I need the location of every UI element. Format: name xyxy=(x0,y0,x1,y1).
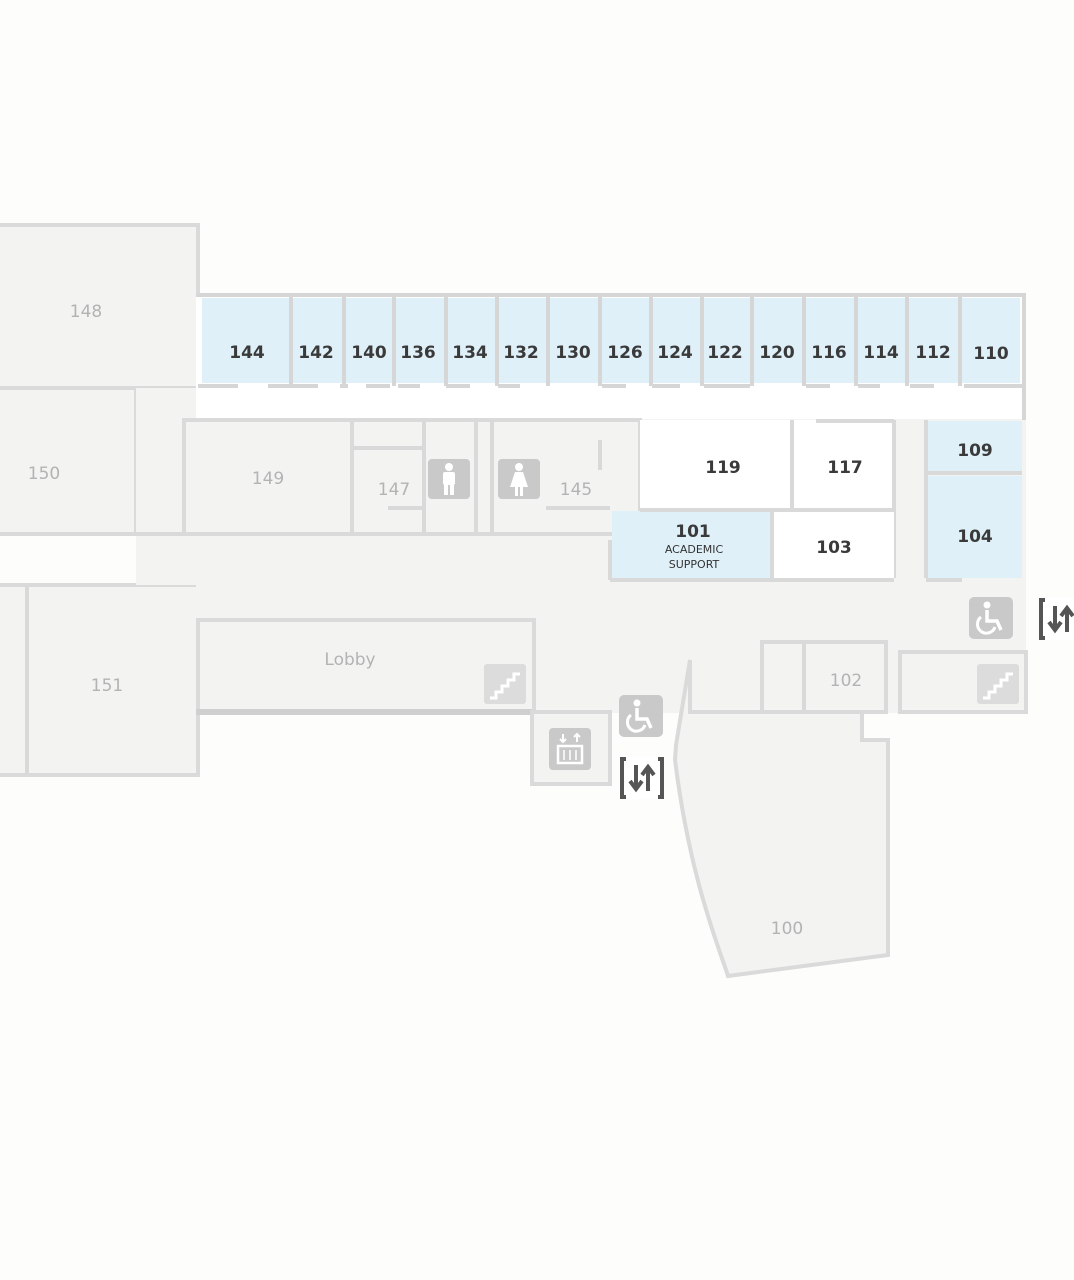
room-label-top-row[interactable]: 124 xyxy=(657,343,693,363)
room-label-top-row[interactable]: 142 xyxy=(298,343,334,363)
room-100-shape[interactable] xyxy=(672,659,890,979)
room-label-top-row[interactable]: 110 xyxy=(973,344,1009,364)
top-row: 144 142 140 136 134 132 130 126 124 122 120 116 114 1… xyxy=(196,293,1026,420)
label-104: 104 xyxy=(957,527,993,547)
central-block xyxy=(182,388,1028,979)
room-label-top-row[interactable]: 126 xyxy=(607,343,643,363)
label-151: 151 xyxy=(91,676,123,696)
womens-restroom-icon xyxy=(498,459,540,499)
room-103[interactable] xyxy=(774,511,894,578)
room-119[interactable] xyxy=(640,420,792,510)
stairs-icon[interactable] xyxy=(977,664,1019,704)
elevator-icon[interactable] xyxy=(549,728,591,770)
room-102[interactable] xyxy=(760,640,888,714)
room-label-top-row[interactable]: 114 xyxy=(863,343,899,363)
room-label-top-row[interactable]: 136 xyxy=(400,343,436,363)
label-103: 103 xyxy=(816,538,852,558)
label-101: 101 xyxy=(675,522,711,542)
room-149[interactable] xyxy=(182,418,354,536)
label-lobby: Lobby xyxy=(324,650,375,670)
room-label-top-row[interactable]: 122 xyxy=(707,343,743,363)
label-149: 149 xyxy=(252,469,284,489)
label-117: 117 xyxy=(827,458,863,478)
room-109[interactable] xyxy=(926,421,1022,471)
wheelchair-icon[interactable] xyxy=(619,695,663,737)
room-117[interactable] xyxy=(792,420,894,510)
label-109: 109 xyxy=(957,441,993,461)
label-145: 145 xyxy=(560,480,592,500)
room-label-top-row[interactable]: 144 xyxy=(229,343,265,363)
room-label-top-row[interactable]: 140 xyxy=(351,343,387,363)
floor-change-icon[interactable] xyxy=(1039,598,1074,640)
wheelchair-icon[interactable] xyxy=(969,597,1013,639)
room-label-top-row[interactable]: 130 xyxy=(555,343,591,363)
room-label-top-row[interactable]: 132 xyxy=(503,343,539,363)
room-label-top-row[interactable]: 120 xyxy=(759,343,795,363)
room-label-top-row[interactable]: 134 xyxy=(452,343,488,363)
right-block xyxy=(608,419,1022,582)
room-150[interactable] xyxy=(0,386,138,536)
stairs-icon[interactable] xyxy=(484,664,526,704)
room-104[interactable] xyxy=(926,476,1022,578)
label-150: 150 xyxy=(28,464,60,484)
label-147: 147 xyxy=(378,480,410,500)
room-101[interactable] xyxy=(612,511,772,578)
label-102: 102 xyxy=(830,671,862,691)
floor-change-icon[interactable] xyxy=(620,757,664,799)
label-101-line1: ACADEMIC xyxy=(665,543,724,556)
room-label-top-row[interactable]: 116 xyxy=(811,343,847,363)
label-100: 100 xyxy=(771,919,803,939)
label-101-line2: SUPPORT xyxy=(669,558,720,571)
room-lobby[interactable] xyxy=(196,618,536,714)
label-119: 119 xyxy=(705,458,741,478)
room-labels: 148 150 149 147 145 119 117 109 101 ACAD… xyxy=(28,302,993,939)
room-label-top-row[interactable]: 112 xyxy=(915,343,951,363)
label-148: 148 xyxy=(70,302,102,322)
mens-restroom-icon xyxy=(428,459,470,499)
